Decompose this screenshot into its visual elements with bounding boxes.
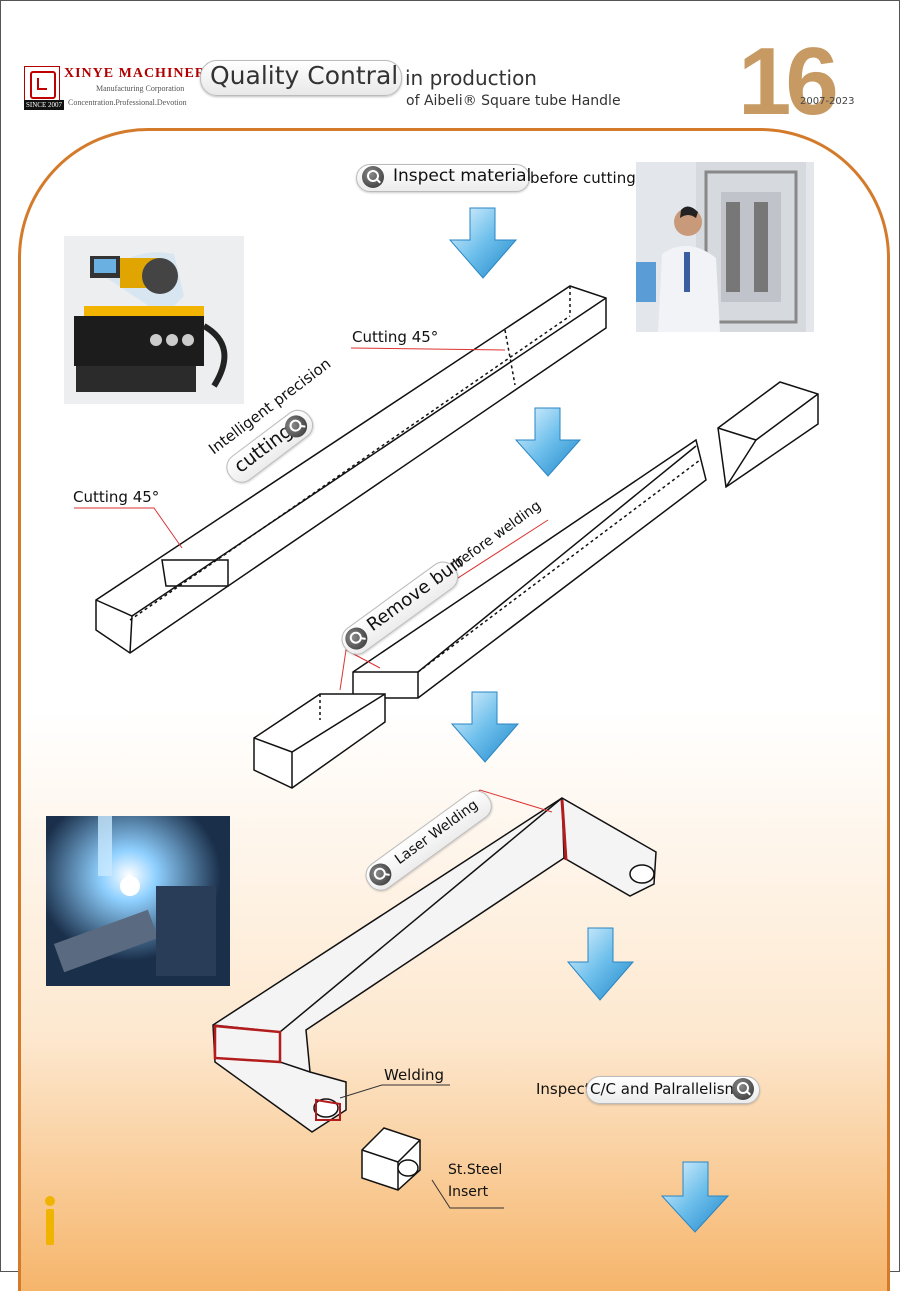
inspect-material-pill [356, 164, 530, 192]
title-pill [200, 60, 402, 96]
page-title-highlight: Quality Contral [210, 61, 399, 90]
insert-line2-label: Insert [448, 1184, 489, 1200]
before-cutting-label: before cutting [530, 169, 636, 187]
inspect-cc-label: C/C and Palrallelism [590, 1080, 740, 1098]
cutting-45-top-label: Cutting 45° [352, 328, 439, 346]
magnifier-icon [732, 1078, 754, 1100]
company-name: XINYE MACHINERY [64, 66, 217, 81]
tube-short-right [717, 381, 819, 489]
inspect-cc-pill [586, 1076, 760, 1104]
down-arrow-2 [514, 407, 582, 477]
page-subtitle: of Aibeli® Square tube Handle [406, 93, 621, 109]
anniversary-number: 16 [738, 28, 839, 135]
down-arrow-5 [660, 1161, 730, 1233]
tube-long-2 [352, 438, 707, 699]
inspect-cc-prefix: Inspect [536, 1080, 591, 1098]
welding-label: Welding [384, 1066, 445, 1084]
down-arrow-1 [448, 207, 518, 279]
company-subtitle: Manufacturing Corporation [96, 84, 185, 93]
steel-insert [361, 1127, 421, 1191]
logo-mark [30, 71, 56, 99]
company-motto: Concentration.Professional.Devotion [68, 98, 187, 107]
cutting-45-left-label: Cutting 45° [73, 488, 160, 506]
inspect-material-label: Inspect material [393, 166, 532, 186]
inspection-photo [636, 162, 814, 332]
magnifier-icon [362, 166, 384, 188]
tube-long-1 [95, 285, 607, 654]
info-icon [45, 1196, 55, 1245]
page-title-rest: in production [405, 66, 537, 90]
laser-welding-photo [46, 816, 230, 986]
cutting-machine-photo [64, 236, 244, 404]
down-arrow-3 [450, 691, 520, 763]
since-label: SINCE 2007 [24, 100, 64, 110]
insert-line1-label: St.Steel [448, 1162, 503, 1178]
anniversary-years: 2007-2023 [800, 96, 855, 107]
down-arrow-4 [566, 927, 635, 1001]
tube-short-left [253, 693, 386, 789]
